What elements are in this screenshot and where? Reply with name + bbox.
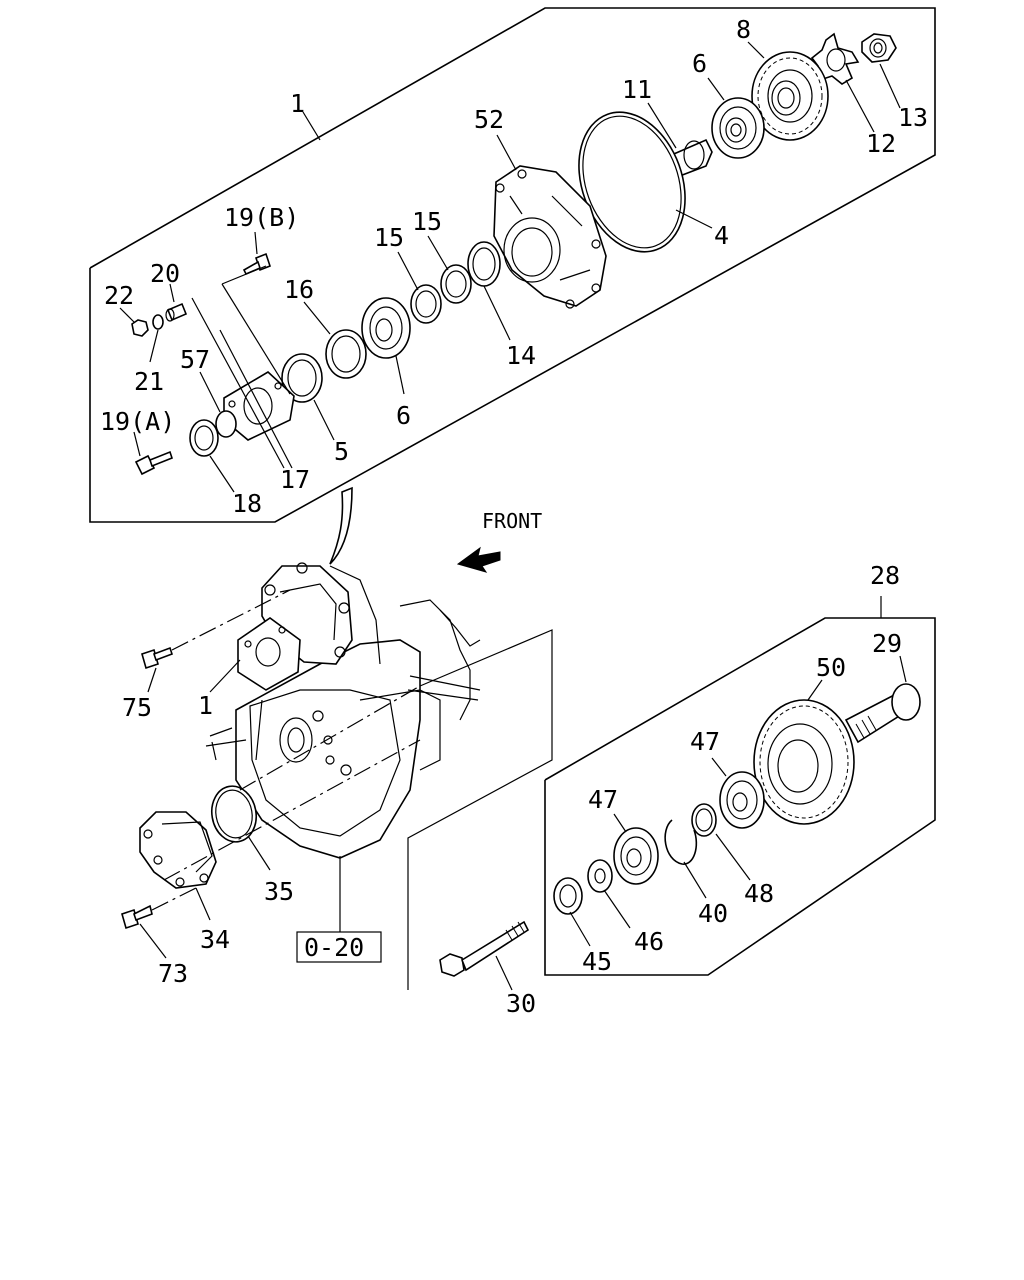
label-16: 16 xyxy=(284,275,314,304)
cover-34 xyxy=(139,811,217,889)
label-18: 18 xyxy=(232,489,262,518)
label-22: 22 xyxy=(104,281,134,310)
label-52: 52 xyxy=(474,105,504,134)
label-8: 8 xyxy=(736,15,751,44)
washer-46 xyxy=(587,859,613,893)
label-6-upper: 6 xyxy=(692,49,707,78)
label-13: 13 xyxy=(898,103,928,132)
shim-15-left xyxy=(410,284,442,324)
race-45 xyxy=(553,877,583,915)
bolt-73 xyxy=(121,887,197,930)
callout-labels: 1 8 6 11 52 13 12 4 19(B) 15 15 20 22 16… xyxy=(100,15,928,1018)
label-21: 21 xyxy=(134,367,164,396)
label-5: 5 xyxy=(334,437,349,466)
gear-50 xyxy=(753,699,855,825)
label-11: 11 xyxy=(622,75,652,104)
pin-20 xyxy=(165,302,188,322)
front-label: FRONT xyxy=(482,509,542,533)
bearing-47-lower xyxy=(613,827,659,885)
label-6-lower: 6 xyxy=(396,401,411,430)
o-ring-4 xyxy=(578,111,686,253)
transmission-housing xyxy=(205,565,481,859)
ring-57 xyxy=(215,410,237,438)
label-19b: 19(B) xyxy=(224,203,299,232)
label-46: 46 xyxy=(634,927,664,956)
label-50: 50 xyxy=(816,653,846,682)
bearing-6-lower xyxy=(361,297,411,359)
arrow-to-assembly xyxy=(329,486,353,565)
label-15-right: 15 xyxy=(412,207,442,236)
front-arrow xyxy=(456,546,501,573)
gear-8 xyxy=(751,51,829,141)
label-47-upper: 47 xyxy=(690,727,720,756)
washer-21 xyxy=(152,314,164,330)
bolt-19a xyxy=(134,450,173,476)
label-57: 57 xyxy=(180,345,210,374)
label-29: 29 xyxy=(872,629,902,658)
top-assembly-frame xyxy=(89,7,936,523)
label-40: 40 xyxy=(698,899,728,928)
label-1-top: 1 xyxy=(290,89,305,118)
label-47-lower: 47 xyxy=(588,785,618,814)
bolt-75 xyxy=(141,589,291,670)
nut-22 xyxy=(131,319,149,337)
label-4: 4 xyxy=(714,221,729,250)
reference-box xyxy=(296,856,382,963)
label-48: 48 xyxy=(744,879,774,908)
bolt-30 xyxy=(439,920,530,977)
shim-15-right xyxy=(440,264,472,304)
nut-13 xyxy=(861,33,897,63)
race-14 xyxy=(467,241,501,287)
snap-ring-40 xyxy=(664,819,698,865)
seal-16 xyxy=(325,329,367,379)
o-ring-35 xyxy=(210,785,258,843)
seal-5 xyxy=(281,353,323,403)
label-35: 35 xyxy=(264,877,294,906)
bolt-19b xyxy=(242,252,271,276)
label-17: 17 xyxy=(280,465,310,494)
label-75: 75 xyxy=(122,693,152,722)
bearing-6-upper xyxy=(711,97,765,159)
label-73: 73 xyxy=(158,959,188,988)
ring-48 xyxy=(691,803,717,837)
bearing-47-upper xyxy=(719,771,765,829)
label-14: 14 xyxy=(506,341,536,370)
label-ref-box: 0-20 xyxy=(304,933,364,962)
label-19a: 19(A) xyxy=(100,407,175,436)
assembly-28-frame xyxy=(544,596,936,976)
cover-52 xyxy=(493,165,607,309)
middle-bracket xyxy=(163,629,553,990)
seal-18 xyxy=(189,419,219,457)
label-30: 30 xyxy=(506,989,536,1018)
label-34: 34 xyxy=(200,925,230,954)
label-28: 28 xyxy=(870,561,900,590)
label-15-left: 15 xyxy=(374,223,404,252)
label-45: 45 xyxy=(582,947,612,976)
label-1-middle: 1 xyxy=(198,691,213,720)
shaft-29 xyxy=(844,683,921,744)
label-20: 20 xyxy=(150,259,180,288)
pto-flange-mounted xyxy=(237,617,301,691)
leader-lines-top xyxy=(119,41,901,493)
leader-lines-bottom xyxy=(139,655,907,991)
label-12: 12 xyxy=(866,129,896,158)
